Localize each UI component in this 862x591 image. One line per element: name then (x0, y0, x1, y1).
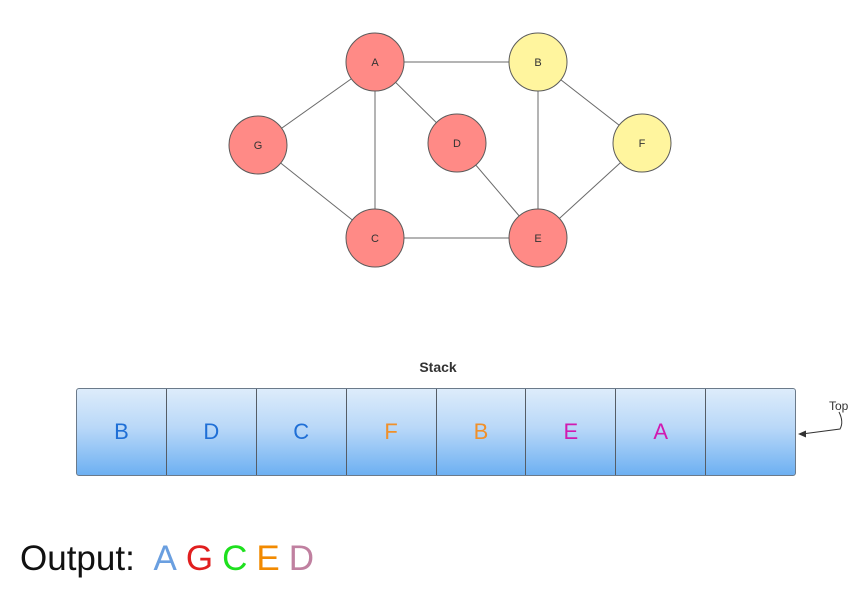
node-d: D (427, 113, 487, 173)
node-circle (345, 208, 405, 268)
graph-nodes: A B C D E F G (228, 32, 672, 268)
stack-cell: C (257, 389, 347, 475)
node-circle (228, 115, 288, 175)
node-f: F (612, 113, 672, 173)
node-circle (345, 32, 405, 92)
node-label: A (371, 57, 379, 69)
node-circle (427, 113, 487, 173)
stack-cell: E (526, 389, 617, 475)
node-label: C (371, 233, 379, 245)
node-g: G (228, 115, 288, 175)
stack-cell: B (437, 389, 527, 475)
top-label: Top (829, 399, 849, 413)
stack-cell (706, 389, 795, 475)
node-label: D (453, 138, 461, 150)
node-circle (612, 113, 672, 173)
node-label: E (534, 233, 541, 245)
node-circle (508, 32, 568, 92)
output-item: C (222, 539, 248, 578)
top-pointer-arrow (798, 411, 843, 438)
node-a: A (345, 32, 405, 92)
output-item: E (256, 539, 280, 578)
stack-cell: B (77, 389, 167, 475)
node-label: F (639, 138, 646, 150)
output-label: Output: (20, 539, 135, 578)
output-item: G (185, 539, 214, 578)
stack-cell: A (616, 389, 707, 475)
stack-title: Stack (419, 359, 457, 375)
node-circle (508, 208, 568, 268)
node-label: G (254, 140, 263, 152)
node-label: B (534, 57, 541, 69)
output-item: A (153, 539, 177, 578)
node-e: E (508, 208, 568, 268)
node-b: B (508, 32, 568, 92)
output-item: D (288, 539, 315, 578)
stack-cell: F (347, 389, 437, 475)
node-c: C (345, 208, 405, 268)
stack-cell: D (167, 389, 257, 475)
graph-diagram: A B C D E F G (228, 32, 672, 268)
